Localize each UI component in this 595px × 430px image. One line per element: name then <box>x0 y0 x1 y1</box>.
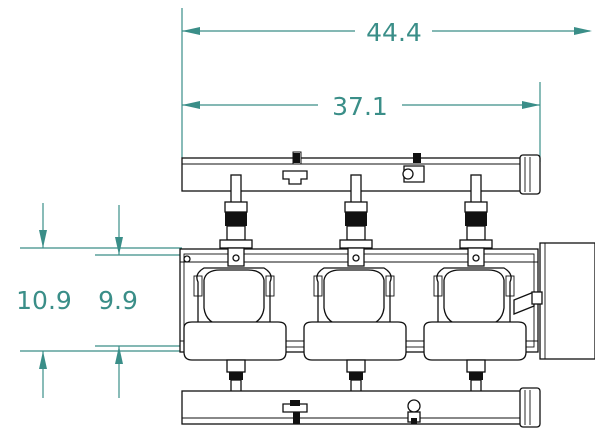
dimension-inner-width: 37.1 <box>182 82 541 162</box>
dimension-overall-height: 10.9 <box>16 203 182 398</box>
dimension-overall-width: 44.4 <box>181 8 592 158</box>
top-connector-1 <box>219 174 253 249</box>
inner-height-label: 9.9 <box>98 286 138 315</box>
bottom-manifold-pipe <box>181 387 541 428</box>
overall-height-label: 10.9 <box>16 286 72 315</box>
bottom-connector-2 <box>346 359 366 395</box>
bottom-valve-1 <box>282 400 308 424</box>
pump-1 <box>183 247 287 361</box>
dimension-inner-height: 9.9 <box>95 205 182 398</box>
overall-width-label: 44.4 <box>366 18 422 47</box>
pump-2 <box>303 247 407 361</box>
inner-width-label: 37.1 <box>332 92 388 121</box>
control-box <box>531 242 595 360</box>
bottom-valve-2 <box>407 399 421 424</box>
bottom-connector-1 <box>226 359 246 395</box>
bottom-connector-3 <box>466 359 486 395</box>
top-valve-2 <box>402 153 425 183</box>
pump-3 <box>423 247 535 361</box>
top-valve-1 <box>282 151 308 185</box>
top-connector-2 <box>339 174 373 249</box>
top-connector-3 <box>459 174 493 249</box>
